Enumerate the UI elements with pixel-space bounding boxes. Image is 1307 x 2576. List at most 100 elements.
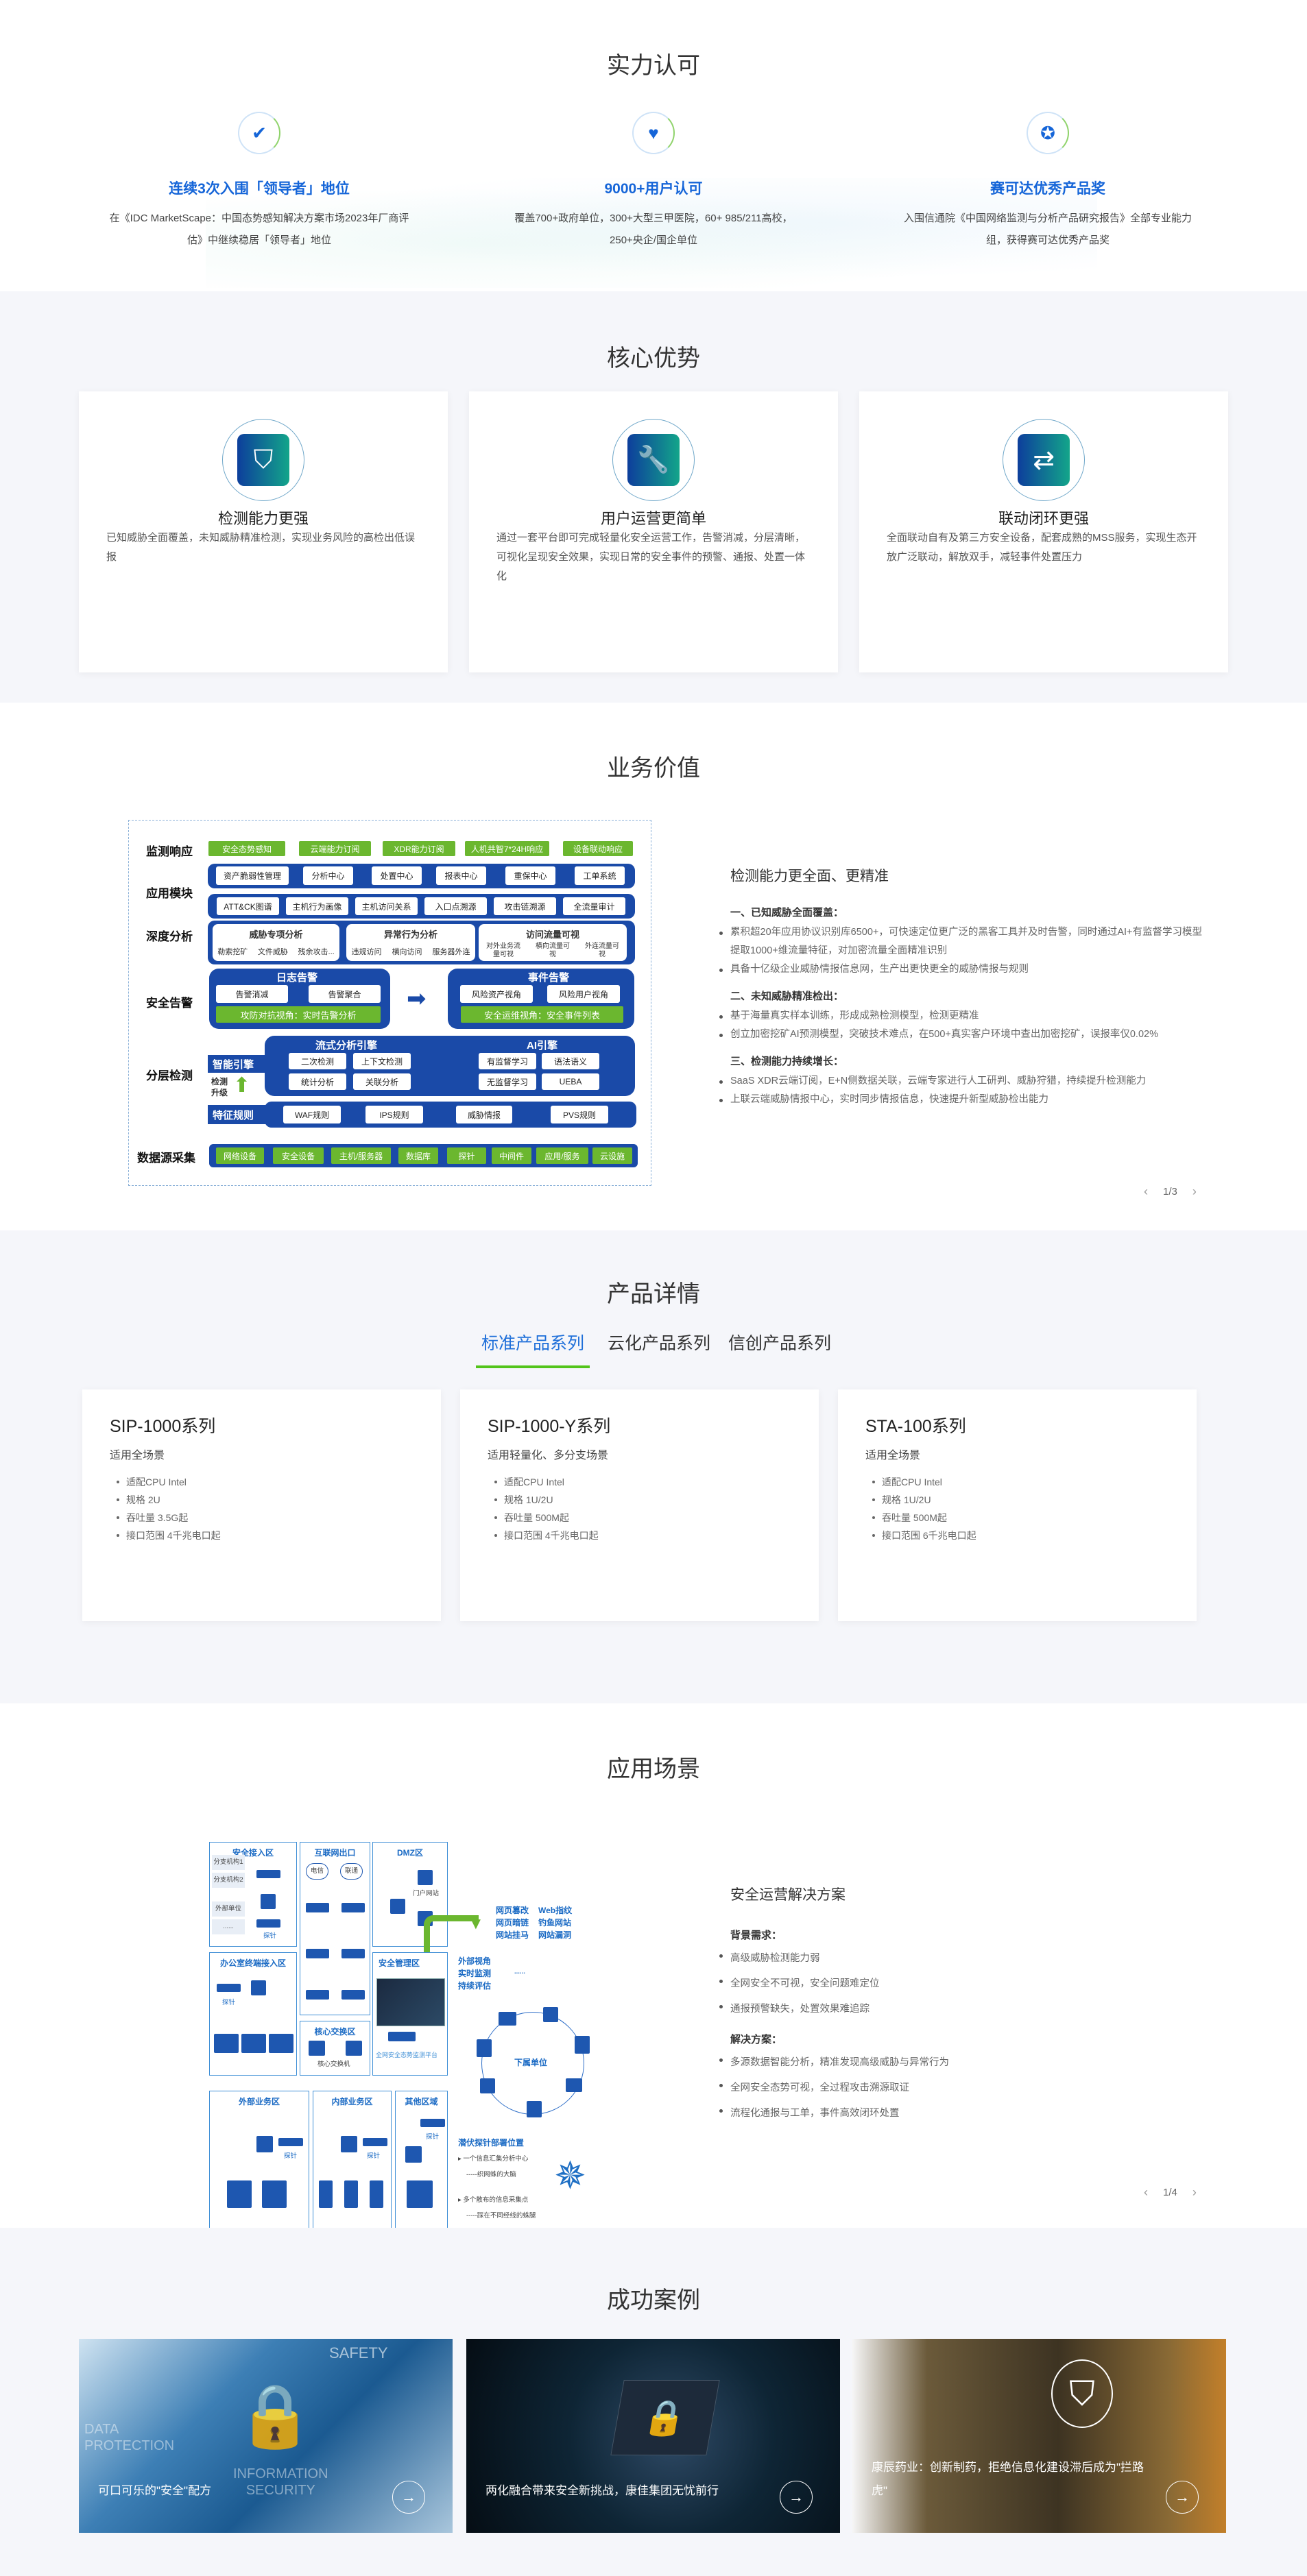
group-title: 二、未知威胁精准检出：: [730, 991, 844, 1002]
spec-item: 吞吐量 500M起: [494, 1509, 599, 1527]
case-title: 康辰药业：创新制药，拒绝信息化建设滞后成为"拦路虎": [872, 2461, 1144, 2497]
list-item: 流程化通报与工单，事件高效闭环处置: [719, 2101, 1210, 2126]
engine-item: 无监督学习: [479, 1073, 536, 1090]
log-alert-title: 日志告警: [276, 972, 318, 984]
ellipsis: ......: [514, 1968, 525, 1976]
honor-desc: 在《IDC MarketScape：中国态势感知解决方案市场2023年厂商评估》…: [109, 212, 409, 246]
arrow-right-icon[interactable]: →: [1166, 2481, 1199, 2514]
row-label: 深度分析: [146, 930, 193, 943]
engine-item: 语法语义: [542, 1053, 599, 1069]
rule-item: WAF规则: [283, 1106, 341, 1123]
case-card[interactable]: ⛉ 康辰药业：创新制药，拒绝信息化建设滞后成为"拦路虎" →: [852, 2339, 1226, 2533]
network-diagram: 安全接入区 分支机构1 分支机构2 外部单位 ...... 探针 互联网出口 电…: [199, 1830, 597, 2230]
zone: 互联网出口 电信 联通: [300, 1842, 370, 2015]
section-title: 核心优势: [607, 345, 700, 372]
product-name: STA-100系列: [865, 1417, 966, 1436]
list-item: 通报预警缺失，处置效果难追踪: [719, 1997, 1210, 2022]
arrow-right-icon[interactable]: →: [780, 2481, 813, 2514]
honor-desc: 覆盖700+政府单位，300+大型三甲医院，60+ 985/211高校，250+…: [514, 212, 793, 246]
list-item: 具备十亿级企业威胁情报信息网，生产出更快更全的威胁情报与规则: [719, 960, 1210, 979]
spec-item: 规格 1U/2U: [494, 1491, 599, 1509]
tab-standard[interactable]: 标准产品系列: [475, 1330, 590, 1368]
zone: 外部业务区 探针: [209, 2091, 309, 2230]
platform-screen: [376, 1978, 445, 2026]
scenario-description: 安全运营解决方案 背景需求： 高级威胁检测能力弱全网安全不可视，安全问题难定位通…: [719, 1884, 1210, 2126]
advantage-desc: 已知威胁全面覆盖，未知威胁精准检测，实现业务风险的高检出低误报: [106, 532, 416, 563]
honors-section: 实力认可 ✔ 连续3次入围「领导者」地位 在《IDC MarketScape：中…: [0, 0, 1307, 291]
spec-item: 规格 2U: [117, 1491, 221, 1509]
feature-rules-tab: [208, 1105, 269, 1124]
zone: DMZ区 门户网站: [372, 1842, 448, 1947]
deep-item: 主机行为画像: [286, 897, 348, 915]
source-item: 应用/服务: [536, 1147, 588, 1164]
monitor-item: 设备联动响应: [563, 841, 633, 856]
feature-rules-label: 特征规则: [213, 1110, 254, 1121]
arrow-right-icon[interactable]: →: [392, 2481, 425, 2514]
value-description: 检测能力更全面、更精准 一、已知威胁全面覆盖： 累积超20年应用协议识别库650…: [719, 865, 1210, 1109]
section-title: 成功案例: [607, 2287, 700, 2313]
row-label: 数据源采集: [137, 1152, 195, 1165]
app-item: 处置中心: [372, 866, 422, 885]
source-item: 探针: [447, 1147, 486, 1164]
app-item: 重保中心: [505, 866, 555, 885]
spec-item: 接口范围 4千兆电口起: [117, 1527, 221, 1544]
chevron-right-icon[interactable]: ›: [1192, 2185, 1197, 2199]
chip-lock-icon: 🔒: [610, 2380, 720, 2455]
honor-title: 赛可达优秀产品奖: [990, 181, 1105, 197]
deep-item: 攻击链溯源: [494, 897, 556, 915]
spider-web-icon: ✵: [554, 2154, 586, 2197]
source-item: 数据库: [398, 1147, 438, 1164]
value-section: 业务价值: [0, 703, 1307, 1230]
lock-icon: 🔒: [237, 2382, 314, 2451]
spec-item: 吞吐量 500M起: [872, 1509, 976, 1527]
zone: 核心交换区 核心交换机: [300, 2021, 370, 2076]
spec-item: 规格 1U/2U: [872, 1491, 976, 1509]
monitor-item: 云端能力订阅: [299, 841, 371, 856]
alert-item: 风险用户视角: [547, 985, 620, 1003]
scenarios-section: 应用场景: [0, 1703, 1307, 2228]
advantage-desc: 通过一套平台即可完成轻量化安全运营工作，告警消减，分层清晰，可视化呈现安全效果，…: [496, 532, 806, 582]
event-alert-title: 事件告警: [528, 972, 570, 984]
product-name: SIP-1000-Y系列: [488, 1417, 611, 1436]
case-card[interactable]: 🔒 两化融合带来安全新挑战，康佳集团无忧前行 →: [466, 2339, 840, 2533]
advantage-title: 用户运营更简单: [600, 510, 706, 527]
scenario-heading: 安全运营解决方案: [730, 1887, 846, 1903]
value-pager: ‹ 1/3 ›: [1144, 1184, 1197, 1199]
chevron-left-icon[interactable]: ‹: [1144, 2185, 1148, 2199]
green-arrow-icon: [424, 1915, 479, 1952]
app-item: 分析中心: [303, 866, 353, 885]
advantage-card: ⇄ 联动闭环更强 全面联动自有及第三方安全设备，配套成熟的MSS服务，实现生态开…: [859, 391, 1228, 672]
honor-item: ✔ 连续3次入围「领导者」地位 在《IDC MarketScape：中国态势感知…: [108, 112, 410, 252]
engine-item: UEBA: [542, 1073, 599, 1090]
section-title: 产品详情: [607, 1281, 700, 1307]
app-item: 报表中心: [436, 866, 486, 885]
source-item: 主机/服务器: [331, 1147, 391, 1164]
advantages-section: 核心优势 ⛉ 检测能力更强 已知威胁全面覆盖，未知威胁精准检测，实现业务风险的高…: [0, 291, 1307, 703]
rule-item: IPS规则: [365, 1106, 423, 1123]
award-ribbon-icon: ✪: [1027, 112, 1069, 154]
tab-xinchuang[interactable]: 信创产品系列: [728, 1334, 832, 1353]
row-label: 安全告警: [146, 997, 193, 1010]
app-item: 工单系统: [575, 866, 625, 885]
upgrade-label: 检测升级: [211, 1077, 228, 1097]
analysis-panel: 异常行为分析违规访问横向访问服务器外连: [346, 924, 475, 961]
advantage-title: 联动闭环更强: [998, 510, 1089, 527]
chevron-right-icon[interactable]: ›: [1192, 1184, 1197, 1198]
group-title: 背景需求：: [730, 1930, 782, 1941]
list-item: 创立加密挖矿AI预测模型，突破技术难点，在500+真实客户环境中查出加密挖矿，误…: [719, 1025, 1210, 1044]
advantage-card: 🔧 用户运营更简单 通过一套平台即可完成轻量化安全运营工作，告警消减，分层清晰，…: [469, 391, 838, 672]
sync-icon: ⇄: [1018, 434, 1070, 486]
deep-item: 全流量审计: [563, 897, 625, 915]
group-title: 三、检测能力持续增长：: [730, 1056, 844, 1067]
advantage-card: ⛉ 检测能力更强 已知威胁全面覆盖，未知威胁精准检测，实现业务风险的高检出低误报: [79, 391, 448, 672]
engine-item: 关联分析: [353, 1073, 411, 1090]
tab-cloud[interactable]: 云化产品系列: [607, 1334, 710, 1353]
advantage-desc: 全面联动自有及第三方安全设备，配套成熟的MSS服务，实现生态开放广泛联动，解放双…: [887, 532, 1197, 563]
chevron-left-icon[interactable]: ‹: [1144, 1184, 1148, 1198]
deep-item: 主机访问关系: [355, 897, 418, 915]
